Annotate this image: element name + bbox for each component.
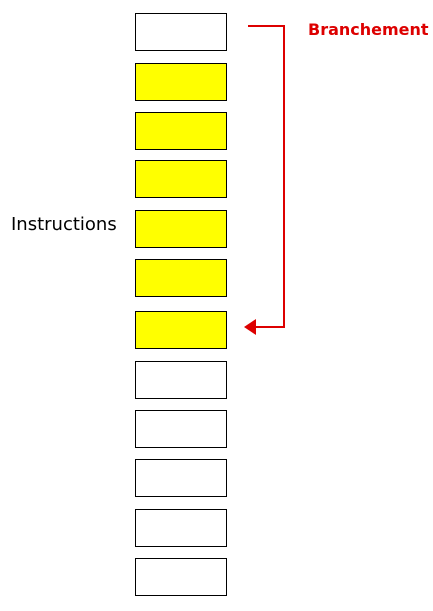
- instruction-cell: [135, 361, 227, 399]
- instruction-cell: [135, 410, 227, 448]
- branch-arrow-line: [248, 25, 285, 328]
- instruction-cell-highlighted: [135, 311, 227, 349]
- instruction-cell-highlighted: [135, 160, 227, 198]
- instruction-cell: [135, 13, 227, 51]
- instruction-cell-highlighted: [135, 112, 227, 150]
- instruction-cell: [135, 558, 227, 596]
- branch-label: Branchement: [308, 20, 429, 39]
- instruction-cell-highlighted: [135, 210, 227, 248]
- instruction-cell-highlighted: [135, 63, 227, 101]
- instruction-cell: [135, 459, 227, 497]
- branch-arrow-head: [244, 319, 256, 335]
- instruction-cell-highlighted: [135, 259, 227, 297]
- instructions-label: Instructions: [11, 214, 117, 235]
- instruction-cell: [135, 509, 227, 547]
